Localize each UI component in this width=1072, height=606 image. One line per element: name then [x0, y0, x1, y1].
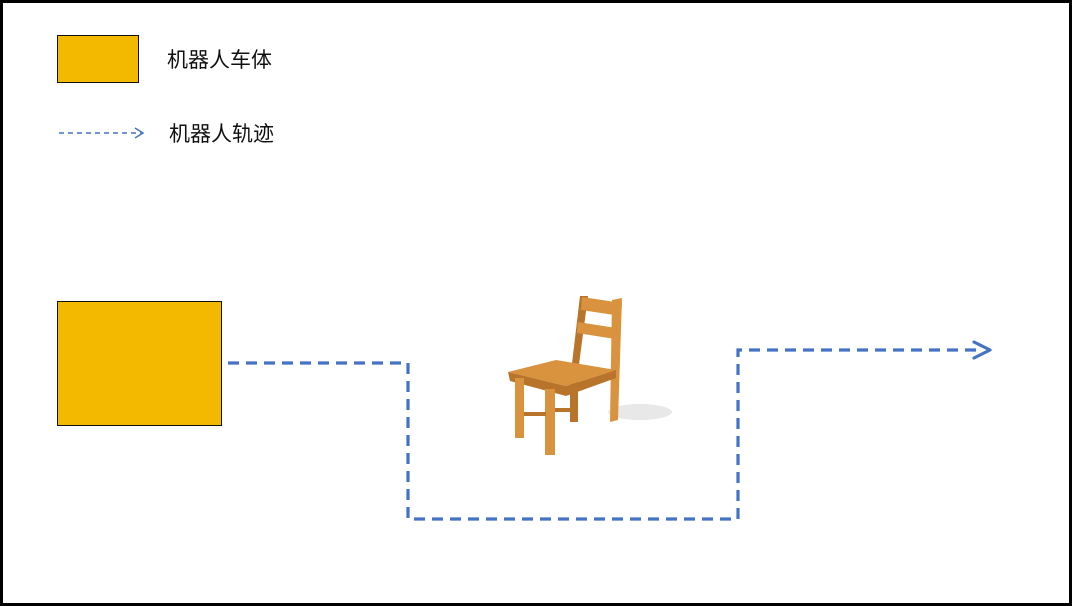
robot-trajectory	[228, 348, 982, 521]
dashed-arrow-icon	[59, 127, 145, 139]
robot-body-legend-label: 机器人车体	[167, 48, 272, 72]
chair-icon	[508, 296, 672, 455]
robot-body-swatch	[57, 35, 139, 83]
legend-robot-path: 机器人轨迹	[57, 118, 274, 148]
robot-path-legend-label: 机器人轨迹	[169, 122, 274, 146]
legend-robot-body: 机器人车体	[57, 35, 272, 83]
trajectory-arrowhead	[972, 340, 992, 360]
robot-body	[57, 301, 222, 426]
